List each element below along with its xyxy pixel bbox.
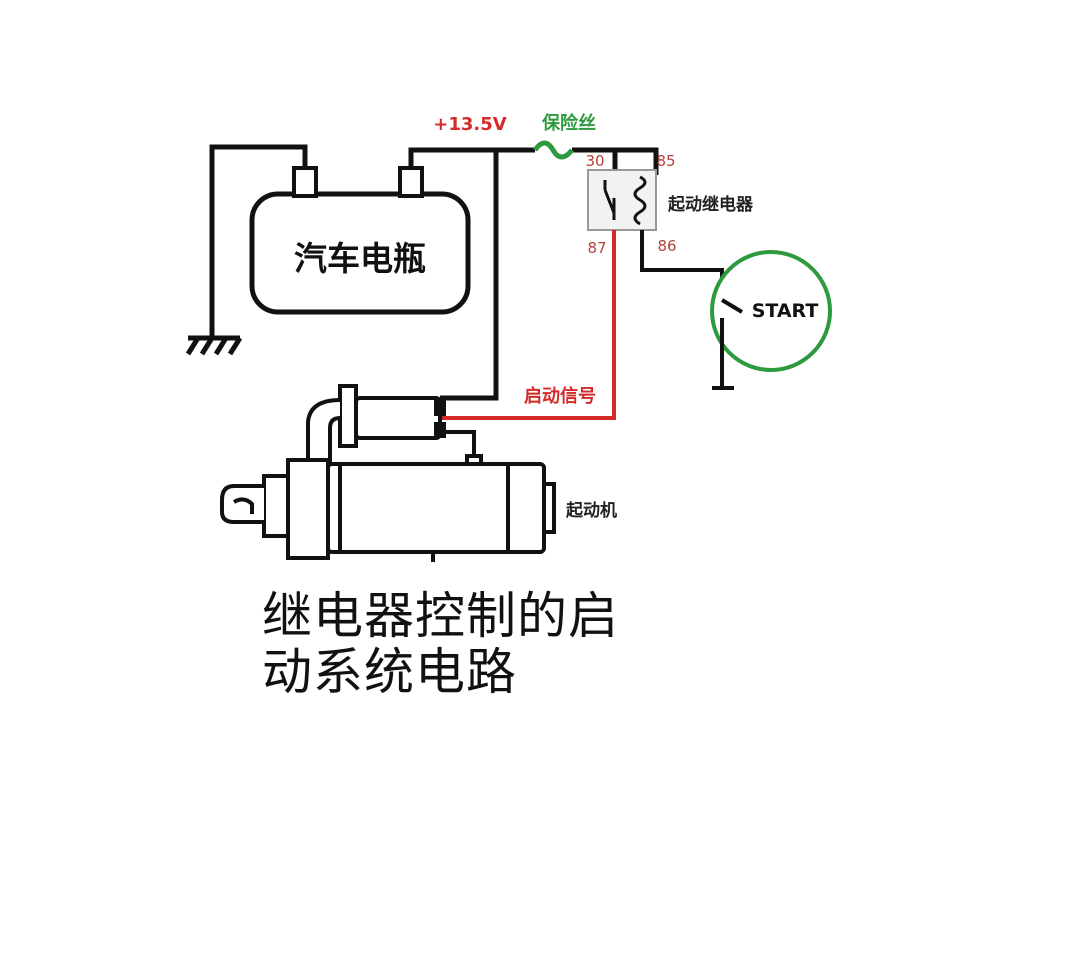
voltage-label: +13.5V xyxy=(433,114,506,135)
ground-symbol xyxy=(185,144,308,356)
starter-label: 起动机 xyxy=(565,500,617,521)
pin-87-label: 87 xyxy=(587,239,606,257)
battery xyxy=(249,166,471,315)
start-label: START xyxy=(752,300,819,322)
fuse xyxy=(532,140,574,160)
battery-label: 汽车电瓶 xyxy=(294,239,426,278)
switch-wire xyxy=(640,230,724,300)
relay-label: 起动继电器 xyxy=(667,194,754,215)
start-signal-label: 启动信号 xyxy=(524,385,596,407)
fuse-label: 保险丝 xyxy=(541,112,596,134)
pin-85-label: 85 xyxy=(656,152,675,170)
start-switch xyxy=(710,250,832,390)
positive-wire xyxy=(408,147,659,401)
caption-line-1: 继电器控制的启 xyxy=(262,587,619,645)
starter-motor xyxy=(220,384,556,562)
relay xyxy=(587,169,657,231)
pin-86-label: 86 xyxy=(657,237,676,255)
pin-30-label: 30 xyxy=(585,152,604,170)
start-signal-wire xyxy=(440,230,616,420)
caption-line-2: 动系统电路 xyxy=(262,643,517,701)
caption: 继电器控制的启 动系统电路 xyxy=(262,588,619,700)
